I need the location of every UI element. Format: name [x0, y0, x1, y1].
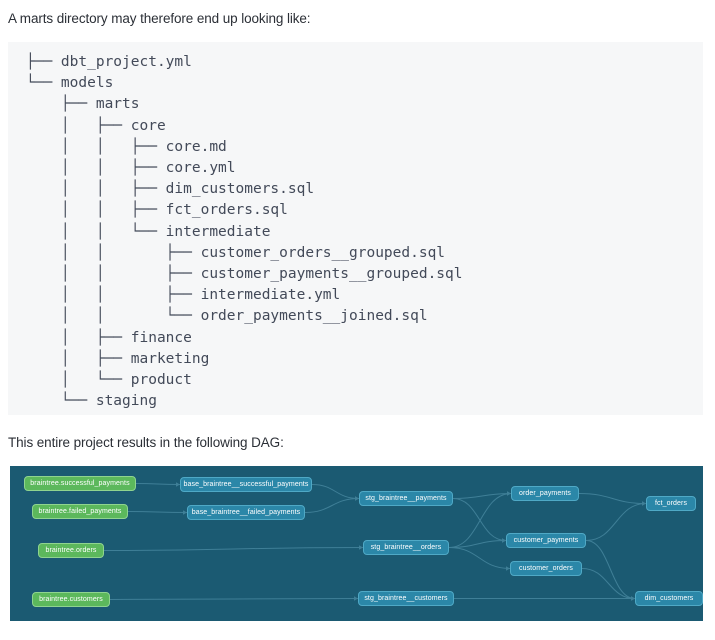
- dag-edge-arrowhead: [359, 545, 363, 550]
- dag-node-base_braintree__failed_payments[interactable]: base_braintree__failed_payments: [187, 505, 305, 520]
- dag-edge-stg_braintree__payments-to-customer_payments: [452, 498, 507, 541]
- dag-edge-arrowhead: [355, 496, 359, 501]
- dag-edge-arrowhead: [354, 596, 358, 601]
- dag-edge-arrowhead: [642, 501, 646, 506]
- dag-edge-arrowhead: [506, 566, 510, 571]
- dag-caption: This entire project results in the follo…: [8, 435, 284, 450]
- dag-edge-base_braintree__successful_payments-to-stg_braintree__payments: [311, 484, 360, 499]
- dag-edge-customer_payments-to-fct_orders: [585, 503, 647, 541]
- dag-edge-arrowhead: [502, 538, 506, 543]
- dag-edge-arrowhead: [507, 491, 511, 496]
- dag-node-order_payments[interactable]: order_payments: [511, 486, 579, 501]
- intro-paragraph: A marts directory may therefore end up l…: [8, 11, 311, 26]
- dag-panel[interactable]: braintree.successful_payments braintree.f…: [10, 466, 703, 621]
- dag-edge-customer_orders-to-dim_customers: [581, 568, 636, 599]
- dag-node-dim_customers[interactable]: dim_customers: [635, 591, 703, 606]
- dag-edge-braintree_failed_payments-to-base_braintree__failed_payments: [127, 511, 188, 513]
- dag-edge-braintree_successful_payments-to-base_braintree__successful_payments: [135, 483, 181, 485]
- dag-node-stg_braintree__orders[interactable]: stg_braintree__orders: [363, 540, 449, 555]
- dag-node-stg_braintree__payments[interactable]: stg_braintree__payments: [359, 491, 453, 506]
- dag-node-stg_braintree__customers[interactable]: stg_braintree__customers: [358, 591, 454, 606]
- dag-node-braintree_customers[interactable]: braintree.customers: [32, 592, 110, 607]
- dag-node-fct_orders[interactable]: fct_orders: [646, 496, 696, 511]
- dag-edge-stg_braintree__payments-to-order_payments: [452, 493, 512, 499]
- directory-tree-code-block: ├── dbt_project.yml └── models ├── marts…: [8, 42, 703, 415]
- dag-edge-order_payments-to-fct_orders: [578, 493, 647, 504]
- dag-node-customer_orders[interactable]: customer_orders: [510, 561, 582, 576]
- dag-node-braintree_failed_payments[interactable]: braintree.failed_payments: [32, 504, 128, 519]
- dag-node-braintree_successful_payments[interactable]: braintree.successful_payments: [24, 476, 136, 491]
- dag-edge-stg_braintree__orders-to-order_payments: [448, 493, 512, 548]
- dag-edge-braintree_customers-to-stg_braintree__customers: [109, 598, 359, 600]
- directory-tree-content: ├── dbt_project.yml └── models ├── marts…: [26, 54, 463, 410]
- dag-edge-braintree_orders-to-stg_braintree__orders: [103, 547, 364, 551]
- dag-edge-arrowhead: [183, 510, 187, 515]
- dag-edge-arrowhead: [176, 482, 180, 487]
- dag-node-customer_payments[interactable]: customer_payments: [506, 533, 586, 548]
- dag-edges-layer: [103, 482, 647, 601]
- dag-edge-stg_braintree__orders-to-customer_payments: [448, 540, 507, 548]
- dag-edge-customer_payments-to-dim_customers: [585, 540, 636, 599]
- dag-edge-base_braintree__failed_payments-to-stg_braintree__payments: [304, 498, 360, 513]
- dag-edge-stg_braintree__orders-to-customer_orders: [448, 547, 511, 569]
- dag-node-braintree_orders[interactable]: braintree.orders: [38, 543, 104, 558]
- dag-node-base_braintree__successful_payments[interactable]: base_braintree__successful_payments: [180, 477, 312, 492]
- dag-edge-arrowhead: [631, 596, 635, 601]
